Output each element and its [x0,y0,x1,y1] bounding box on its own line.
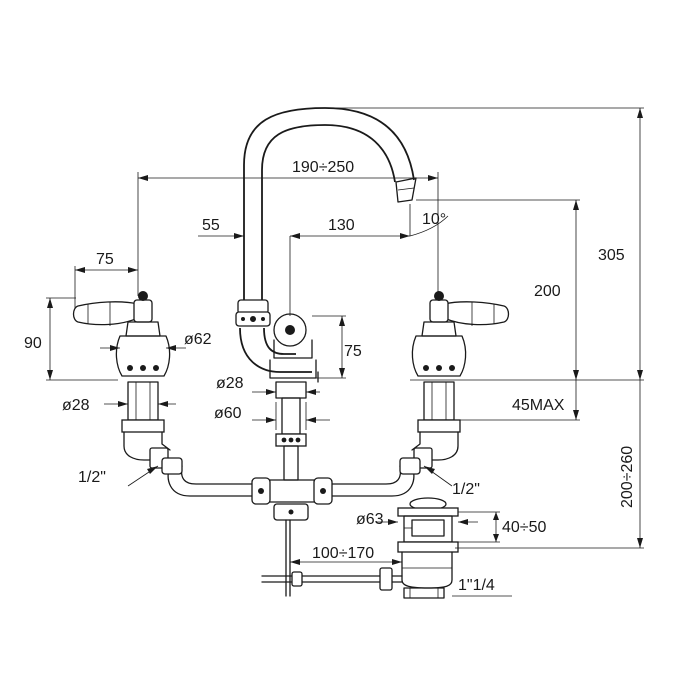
left-valve [72,291,171,469]
dim-handle-height: 90 [24,335,42,352]
dim-spout-flange-diameter: ø60 [214,405,242,422]
dim-total-height: 305 [598,247,625,264]
dim-spout-offset: 55 [202,217,220,234]
dim-spout-body-height: 75 [344,343,362,360]
dim-inlet-left: 1/2" [78,469,106,486]
supply-pipes [161,381,421,597]
dimension-lines [47,108,643,597]
dim-below-deck: 200÷260 [619,446,636,508]
dim-deck-thickness: 45MAX [512,397,565,414]
dim-handle-spacing: 75 [96,251,114,268]
dimension-labels: 190÷250 75 55 130 10° 305 200 90 ø62 75 … [24,159,636,594]
dim-rod-length: 100÷170 [312,545,374,562]
dim-spout-reach: 130 [328,217,355,234]
dim-waste-thread: 1"1/4 [458,577,495,594]
dim-spout-base-diameter: ø28 [216,375,244,392]
dim-waste-height: 40÷50 [502,519,546,536]
dim-spout-height: 200 [534,283,561,300]
dim-rosette-diameter: ø62 [184,331,212,348]
dim-waste-diameter: ø63 [356,511,384,528]
dim-valve-diameter: ø28 [62,397,90,414]
dim-spout-angle: 10° [422,211,446,228]
dim-inlet-right: 1/2" [452,481,480,498]
spout [235,107,417,383]
dim-spout-projection: 190÷250 [292,159,354,176]
extension-lines [46,107,644,549]
right-valve [411,291,510,469]
